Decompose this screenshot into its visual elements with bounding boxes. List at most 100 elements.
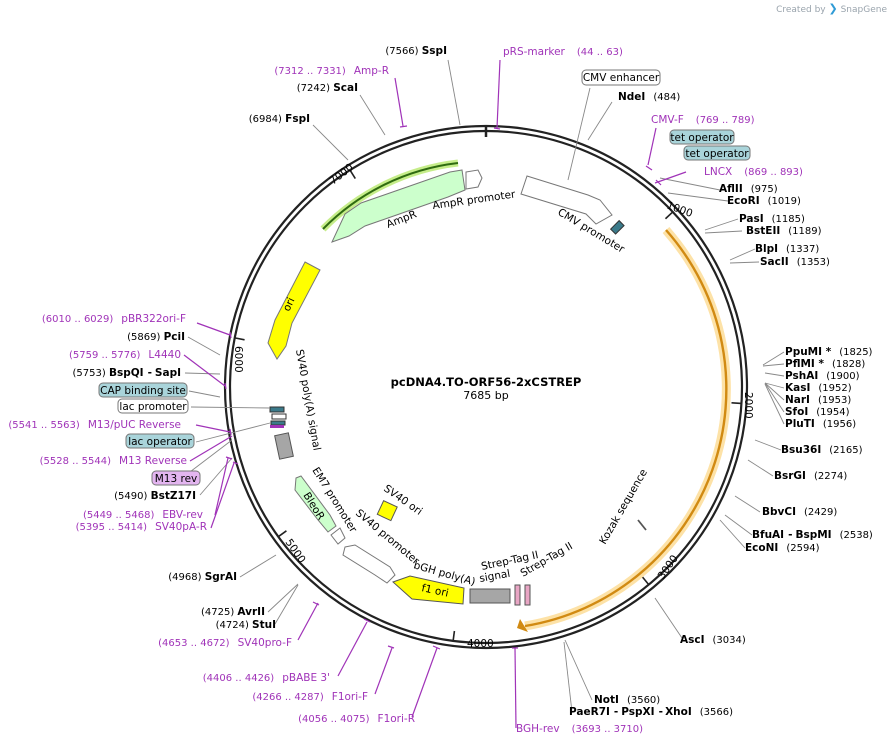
ori-arrow[interactable] [267,261,321,360]
primer-cmv-f[interactable]: CMV-F(769 .. 789) [651,114,755,126]
tet-operator-mark[interactable] [609,219,625,235]
kozak-label: Kozak sequence [597,467,650,546]
lac-promoter-box[interactable]: lac promoter [119,401,187,413]
primer-f1ori-r[interactable]: (4056 .. 4075)F1ori-R [298,713,415,725]
site-position: (2538) [840,530,873,541]
site-paer7i[interactable]: PaeR7I-PspXI-XhoI(3566) [569,706,733,718]
restriction-sites[interactable]: (7566) SspI (7242) ScaI (6984) FspI NdeI(48… [73,45,873,718]
primer-sv40pro-f[interactable]: (4653 .. 4672)SV40pro-F [158,637,292,649]
f1-ori-arrow[interactable] [392,575,465,605]
site-stui[interactable]: (4724) StuI [216,619,276,631]
site-sep: - [614,706,618,718]
cap-binding-site-box[interactable]: CAP binding site [100,385,186,397]
site-noti[interactable]: NotI(3560) [594,694,660,706]
primer-l4440[interactable]: (5759 .. 5776)L4440 [69,349,181,361]
site-pcii[interactable]: (5869) PciI [127,331,185,343]
feature-arcs[interactable] [267,159,731,632]
primer-labels[interactable]: pRS-marker(44 .. 63)(7312 .. 7331)Amp-RC… [8,46,803,735]
site-name-2: BspMI [795,529,831,541]
site-pshai[interactable]: PshAI(1900) [785,370,860,382]
site-sgrai[interactable]: (4968) SgrAI [168,571,237,583]
site-asci[interactable]: AscI(3034) [680,634,746,646]
primer-name: Amp-R [354,65,389,77]
em7-arrow[interactable] [330,527,346,545]
strep-tag-2-mark[interactable] [524,584,531,606]
sv40-polya-block[interactable] [274,432,294,460]
site-name: SgrAI [205,571,237,583]
plasmid-length: 7685 bp [463,389,508,402]
tick-label: 4000 [467,638,494,650]
cmv-enhancer-box[interactable]: CMV enhancer [583,72,660,84]
site-aflii[interactable]: AflII(975) [719,183,778,195]
tet-operator-box-2[interactable]: tet operator [685,148,749,160]
site-name: PpuMI * [785,346,832,358]
sv40-promoter-arrow[interactable] [342,544,396,584]
site-position: (2429) [804,507,837,518]
site-position: (6984) [249,114,285,125]
primer-range: (6010 .. 6029) [42,314,114,325]
tick-mark [234,337,245,341]
strep-tag-1-mark[interactable] [514,584,521,606]
lacp-mark [271,413,287,420]
site-bsrgi[interactable]: BsrGI(2274) [774,470,847,482]
site-nari[interactable]: NarI(1953) [785,394,851,406]
sv40-ori-block[interactable] [376,500,398,522]
site-name: BstEII [746,225,780,237]
site-bsteii[interactable]: BstEII(1189) [746,225,822,237]
primer-name: F1ori-R [378,713,415,725]
bleor-arrow[interactable] [294,475,337,533]
primer-m13-reverse[interactable]: (5528 .. 5544)M13 Reverse [40,455,187,467]
primer-lncx[interactable]: LNCX(869 .. 893) [704,166,803,178]
tick-label: 5000 [283,537,308,566]
primer-name: SV40pA-R [155,521,207,533]
primer-ampr-primer[interactable]: (7312 .. 7331)Amp-R [274,65,389,77]
site-scai[interactable]: (7242) ScaI [297,82,358,94]
site-pasi[interactable]: PasI(1185) [739,213,805,225]
ampr-arrow[interactable] [331,169,466,243]
primer-prs-marker[interactable]: pRS-marker(44 .. 63) [503,46,623,58]
primer-range: (5541 .. 5563) [8,420,80,431]
primer-sv40pa-r[interactable]: (5395 .. 5414)SV40pA-R [76,521,207,533]
site-sfoi[interactable]: SfoI(1954) [785,406,850,418]
site-blpi[interactable]: BlpI(1337) [755,243,819,255]
site-bstz17i[interactable]: (5490) BstZ17I [114,490,196,502]
site-position: (1828) [832,359,865,370]
primer-bgh-rev[interactable]: BGH-rev(3693 .. 3710) [516,723,643,735]
site-bfuai[interactable]: BfuAI-BspMI(2538) [752,529,873,541]
site-pflmi[interactable]: PflMI *(1828) [785,358,865,370]
site-sapi[interactable]: (5753) BspQI-SapI [73,367,181,379]
lac-operator-box[interactable]: lac operator [128,436,192,448]
site-econi[interactable]: EcoNI(2594) [745,542,820,554]
plasmid-name: pcDNA4.TO-ORF56-2xCSTREP [391,375,582,389]
site-ndei[interactable]: NdeI(484) [618,91,680,103]
primer-pbr322ori-f[interactable]: (6010 .. 6029)pBR322ori-F [42,313,186,325]
ampr-promoter-arrow[interactable] [465,169,483,190]
site-name: BfuAI [752,529,784,541]
cmv-promoter-arrow[interactable] [520,175,613,225]
site-fspi[interactable]: (6984) FspI [249,113,310,125]
primer-ebv-rev[interactable]: (5449 .. 5468)EBV-rev [83,509,203,521]
orf56-arc[interactable] [524,227,731,631]
site-kasi[interactable]: KasI(1952) [785,382,852,394]
primer-name: EBV-rev [162,509,203,521]
site-bbvci[interactable]: BbvCI(2429) [762,506,837,518]
m13-rev-box[interactable]: M13 rev [155,473,198,485]
site-bsu36i[interactable]: Bsu36I(2165) [781,444,863,456]
site-ppumi[interactable]: PpuMI *(1825) [785,346,873,358]
site-avrii[interactable]: (4725) AvrII [201,606,265,618]
primer-name: F1ori-F [332,691,368,703]
boxed-labels[interactable]: CMV enhancer tet operator tet operator C… [98,69,751,486]
primer-pbabe3[interactable]: (4406 .. 4426)pBABE 3' [203,672,330,684]
site-sacii[interactable]: SacII(1353) [760,256,830,268]
tet-operator-box-1[interactable]: tet operator [670,132,734,144]
site-sspi[interactable]: (7566) SspI [385,45,447,57]
site-position: (1019) [768,196,801,207]
site-ecori[interactable]: EcoRI(1019) [727,195,801,207]
bgh-polya-block[interactable] [469,588,511,604]
site-name: KasI [785,382,810,394]
primer-f1ori-f[interactable]: (4266 .. 4287)F1ori-F [252,691,368,703]
tick-label: 6000 [232,346,244,373]
site-pluti[interactable]: PluTI(1956) [785,418,856,430]
primer-m13-puc-rev[interactable]: (5541 .. 5563)M13/pUC Reverse [8,419,181,431]
